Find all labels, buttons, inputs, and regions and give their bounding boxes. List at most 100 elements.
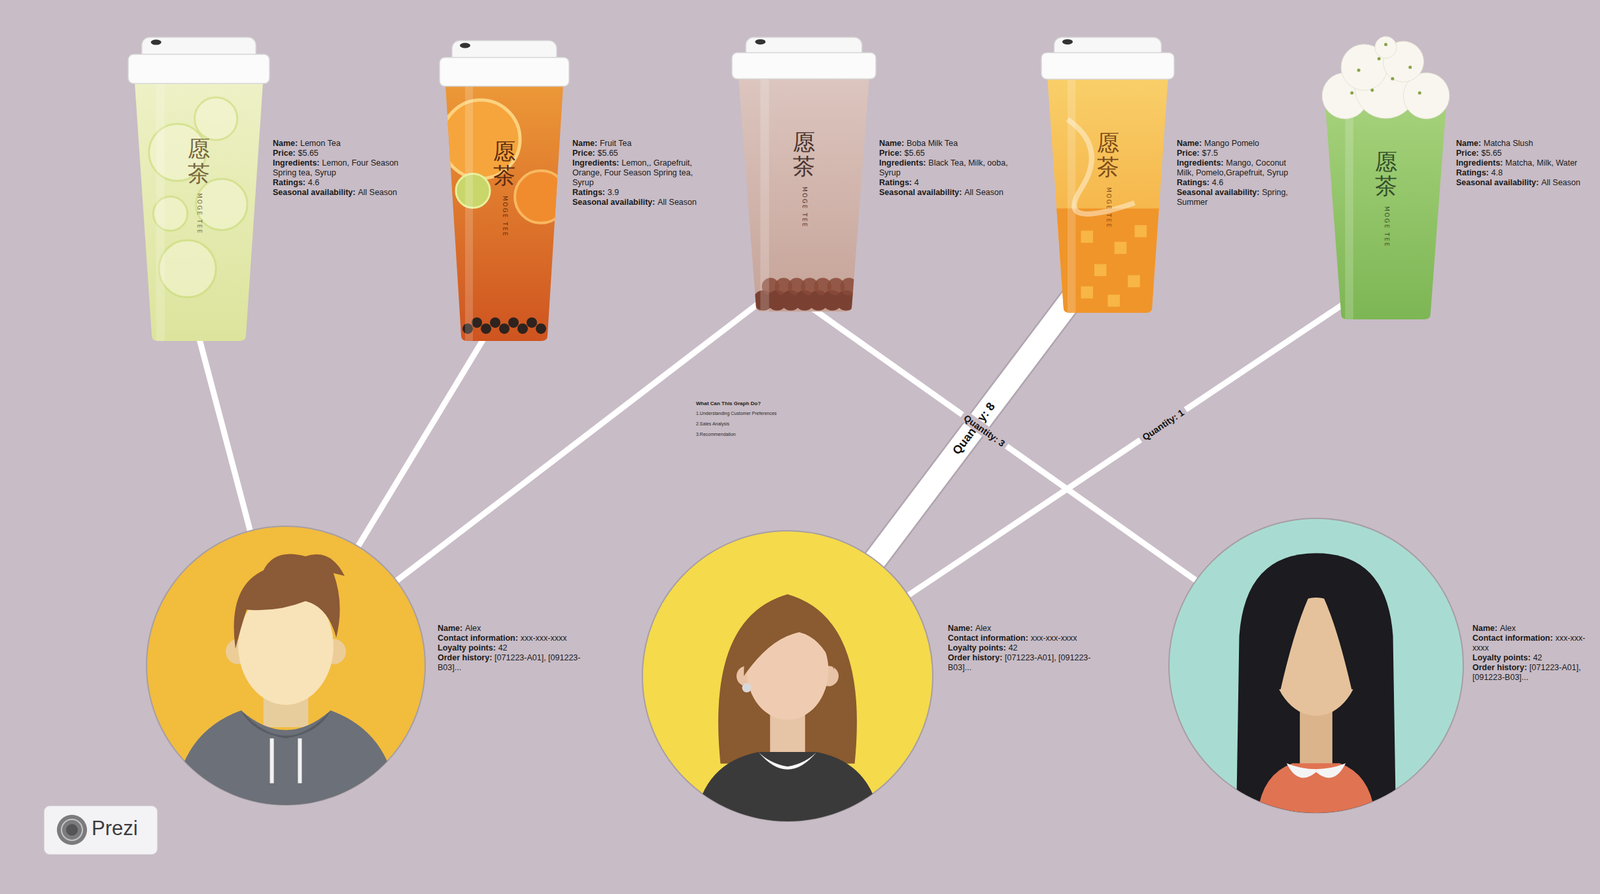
detail-row: Contact information:xxx-xxx-xxxx bbox=[947, 633, 1099, 644]
customer-node: Name:AlexContact information:xxx-xxx-xxx… bbox=[1168, 517, 1464, 814]
mango-cube bbox=[1127, 275, 1140, 288]
hair bbox=[234, 554, 345, 649]
cup-shine bbox=[760, 77, 769, 354]
quantity-label: Quantity: 1 bbox=[1136, 404, 1189, 445]
avatar-figure bbox=[1236, 552, 1396, 819]
detail-row: Ingredients:Mango, Coconut Milk, Pomelo,… bbox=[1176, 158, 1303, 178]
pearl bbox=[517, 323, 528, 334]
customer-details: Name:AlexContact information:xxx-xxx-xxx… bbox=[1472, 623, 1594, 683]
detail-row: Ratings:4.6 bbox=[1176, 177, 1303, 188]
hair-front bbox=[1265, 582, 1317, 689]
pearl bbox=[535, 323, 547, 334]
field-value: Alex bbox=[465, 623, 481, 633]
field-name: Ratings: bbox=[572, 187, 606, 197]
note-text: 3.Recommendation bbox=[695, 431, 821, 437]
detail-row: Name:Mango Pomelo bbox=[1176, 138, 1303, 149]
field-name: Seasonal availability: bbox=[879, 187, 962, 197]
hoodie-string bbox=[297, 737, 302, 783]
drink-details: Name:Mango PomeloPrice:$7.5Ingredients:M… bbox=[1176, 138, 1303, 208]
lemon-slice bbox=[158, 240, 216, 297]
connector-group bbox=[198, 336, 251, 532]
field-name: Order history: bbox=[947, 652, 1003, 662]
pearl bbox=[489, 317, 501, 328]
detail-row: Seasonal availability:All Season bbox=[572, 197, 707, 208]
detail-row: Price:$5.65 bbox=[1456, 148, 1591, 159]
avatar-figure-scaled bbox=[694, 593, 881, 828]
matcha-speck bbox=[1350, 91, 1354, 95]
field-name: Loyalty points: bbox=[437, 643, 496, 653]
field-name: Contact information: bbox=[437, 633, 519, 643]
customer-node: Name:AlexContact information:xxx-xxx-xxx… bbox=[641, 529, 934, 822]
detail-row: Contact information:xxx-xxx-xxxx bbox=[437, 633, 589, 644]
field-name: Ingredients: bbox=[572, 158, 620, 168]
detail-row: Price:$5.65 bbox=[572, 148, 707, 159]
detail-row: Ratings:4.8 bbox=[1456, 168, 1591, 178]
logo-ring bbox=[61, 818, 83, 840]
detail-row: Ratings:3.9 bbox=[572, 187, 707, 198]
mango-cube bbox=[1134, 225, 1147, 237]
field-value: Fruit Tea bbox=[599, 138, 632, 148]
customer-details: Name:AlexContact information:xxx-xxx-xxx… bbox=[437, 623, 589, 673]
field-value: 42 bbox=[1533, 652, 1543, 662]
hair-clip bbox=[741, 682, 751, 693]
collar bbox=[1286, 762, 1346, 778]
field-name: Price: bbox=[879, 148, 903, 158]
matcha-speck bbox=[1408, 65, 1412, 69]
field-value: $5.65 bbox=[1481, 148, 1502, 158]
detail-row: Name:Matcha Slush bbox=[1456, 138, 1591, 149]
detail-row: Ingredients:Black Tea, Milk, ooba, Syrup bbox=[879, 158, 1014, 178]
pearl bbox=[480, 323, 492, 334]
field-value: 4 bbox=[914, 177, 920, 188]
field-name: Seasonal availability: bbox=[1176, 187, 1260, 197]
field-value: 4.8 bbox=[1491, 168, 1503, 178]
detail-row: Ingredients:Lemon, Four Season Spring te… bbox=[272, 158, 407, 178]
pearl bbox=[471, 317, 483, 328]
detail-row: Contact information:xxx-xxx-xxxx bbox=[1472, 633, 1594, 653]
field-value: xxx-xxx-xxxx bbox=[1030, 633, 1078, 643]
brand-mark: MOGE TEE bbox=[501, 195, 509, 237]
field-value: Matcha Slush bbox=[1483, 138, 1534, 148]
detail-row: Name:Alex bbox=[947, 623, 1099, 634]
field-name: Price: bbox=[1456, 148, 1479, 158]
cup-body bbox=[1324, 98, 1447, 320]
connector-shadow bbox=[874, 296, 1073, 560]
field-name: Contact information: bbox=[947, 633, 1029, 643]
cup-contents bbox=[1040, 77, 1175, 356]
field-value: 3.9 bbox=[607, 187, 619, 197]
detail-row: Ingredients:Matcha, Milk, Water bbox=[1456, 158, 1591, 169]
field-name: Ratings: bbox=[879, 177, 912, 188]
straw-hole bbox=[1062, 39, 1073, 45]
field-name: Name: bbox=[1176, 138, 1202, 148]
field-value: All Season bbox=[657, 197, 697, 207]
cup-shine bbox=[465, 84, 473, 388]
customer-avatar bbox=[641, 529, 934, 822]
detail-row: Ratings:4.6 bbox=[272, 177, 407, 188]
connector bbox=[874, 296, 1073, 560]
watermark-text: Prezi bbox=[91, 816, 154, 840]
detail-row: Ingredients:Lemon,, Grapefruit, Orange, … bbox=[572, 158, 707, 188]
mango-cube bbox=[1081, 286, 1094, 299]
detail-row: Name:Lemon Tea bbox=[272, 138, 407, 149]
customer-details: Name:AlexContact information:xxx-xxx-xxx… bbox=[947, 623, 1099, 673]
detail-row: Order history:[071223-A01], [091223-B03]… bbox=[437, 652, 589, 673]
brand-mark: MOGE TEE bbox=[1105, 187, 1113, 229]
connector bbox=[198, 336, 251, 532]
drink-details: Name:Lemon TeaPrice:$5.65Ingredients:Lem… bbox=[272, 138, 407, 198]
detail-row: Seasonal availability:Spring, Summer bbox=[1176, 187, 1303, 208]
straw-hole bbox=[151, 39, 162, 46]
note-text: What Can This Graph Do? bbox=[695, 400, 821, 407]
connector bbox=[395, 299, 764, 581]
field-name: Contact information: bbox=[1472, 633, 1553, 643]
brand-mark: MOGE TEE bbox=[801, 186, 808, 228]
whipped-cream bbox=[1374, 36, 1397, 59]
pearl bbox=[499, 323, 510, 334]
pearl bbox=[840, 277, 859, 296]
lid-rim bbox=[128, 54, 270, 84]
field-name: Ratings: bbox=[1176, 177, 1210, 188]
cup-body bbox=[134, 81, 263, 341]
field-name: Order history: bbox=[437, 652, 492, 662]
drink-details: Name:Matcha SlushPrice:$5.65Ingredients:… bbox=[1456, 138, 1591, 188]
